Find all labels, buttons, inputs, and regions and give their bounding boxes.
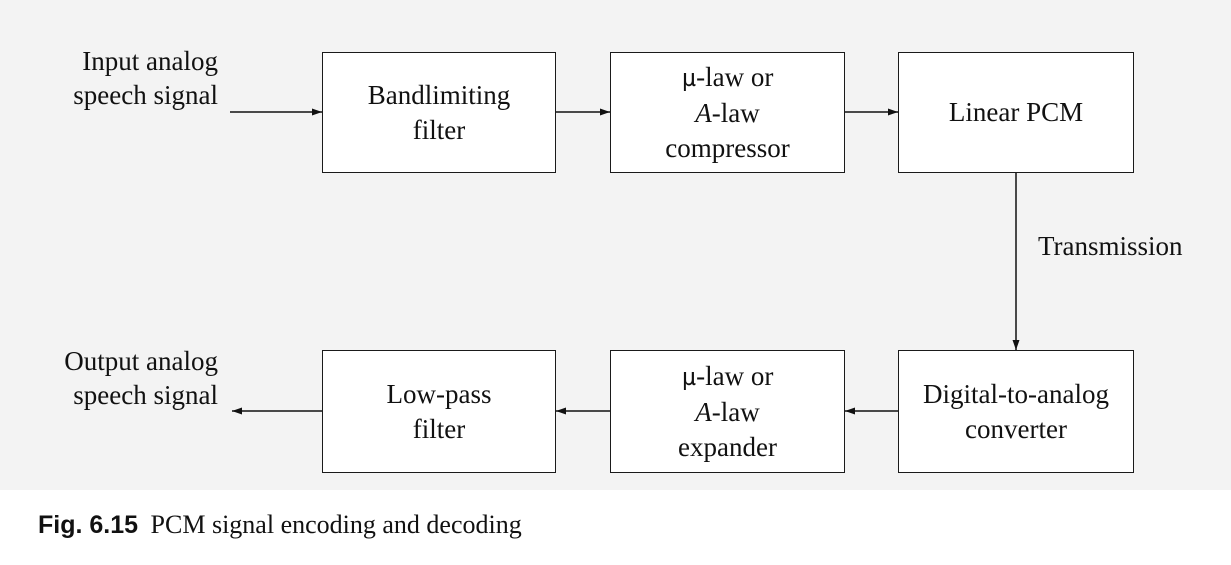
a-symbol: A xyxy=(695,396,712,427)
figure-number: Fig. 6.15 xyxy=(38,511,139,539)
a-symbol: A xyxy=(695,97,712,128)
compressor-block: µ-law or A-law compressor xyxy=(610,52,845,173)
mu-symbol: µ xyxy=(681,362,697,391)
compressor-line-3: compressor xyxy=(665,132,790,163)
figure-panel: Input analog speech signal Output analog… xyxy=(0,0,1231,490)
bandlimiting-line-2: filter xyxy=(412,114,466,145)
bandlimiting-filter-block: Bandlimiting filter xyxy=(322,52,556,173)
output-label-line-1: Output analog xyxy=(64,346,218,376)
input-label-line-2: speech signal xyxy=(73,80,218,110)
dac-block: Digital-to-analog converter xyxy=(898,350,1134,473)
mu-symbol: µ xyxy=(681,63,697,92)
output-label-line-2: speech signal xyxy=(73,380,218,410)
expander-line-2: A-law xyxy=(695,396,760,427)
expander-line-3: expander xyxy=(678,431,777,462)
bandlimiting-line-1: Bandlimiting xyxy=(367,79,511,110)
low-pass-filter-block: Low-pass filter xyxy=(322,350,556,473)
input-signal-label: Input analog speech signal xyxy=(73,44,218,112)
dac-line-1: Digital-to-analog xyxy=(923,378,1109,409)
connector-layer xyxy=(230,108,1020,415)
dac-line-2: converter xyxy=(965,413,1067,444)
figure-caption: Fig. 6.15 PCM signal encoding and decodi… xyxy=(38,510,522,540)
transmission-label: Transmission xyxy=(1038,231,1183,261)
input-label-line-1: Input analog xyxy=(82,46,218,76)
caption-text: PCM signal encoding and decoding xyxy=(150,510,522,539)
linear-pcm-label: Linear PCM xyxy=(948,97,1084,127)
compressor-line-1: µ-law or xyxy=(681,61,774,92)
compressor-line-2: A-law xyxy=(695,97,760,128)
expander-line-1: µ-law or xyxy=(681,360,774,391)
linear-pcm-block: Linear PCM xyxy=(898,52,1134,173)
low-pass-line-2: filter xyxy=(412,413,466,444)
output-signal-label: Output analog speech signal xyxy=(64,344,218,412)
expander-block: µ-law or A-law expander xyxy=(610,350,845,473)
low-pass-line-1: Low-pass xyxy=(386,378,492,409)
